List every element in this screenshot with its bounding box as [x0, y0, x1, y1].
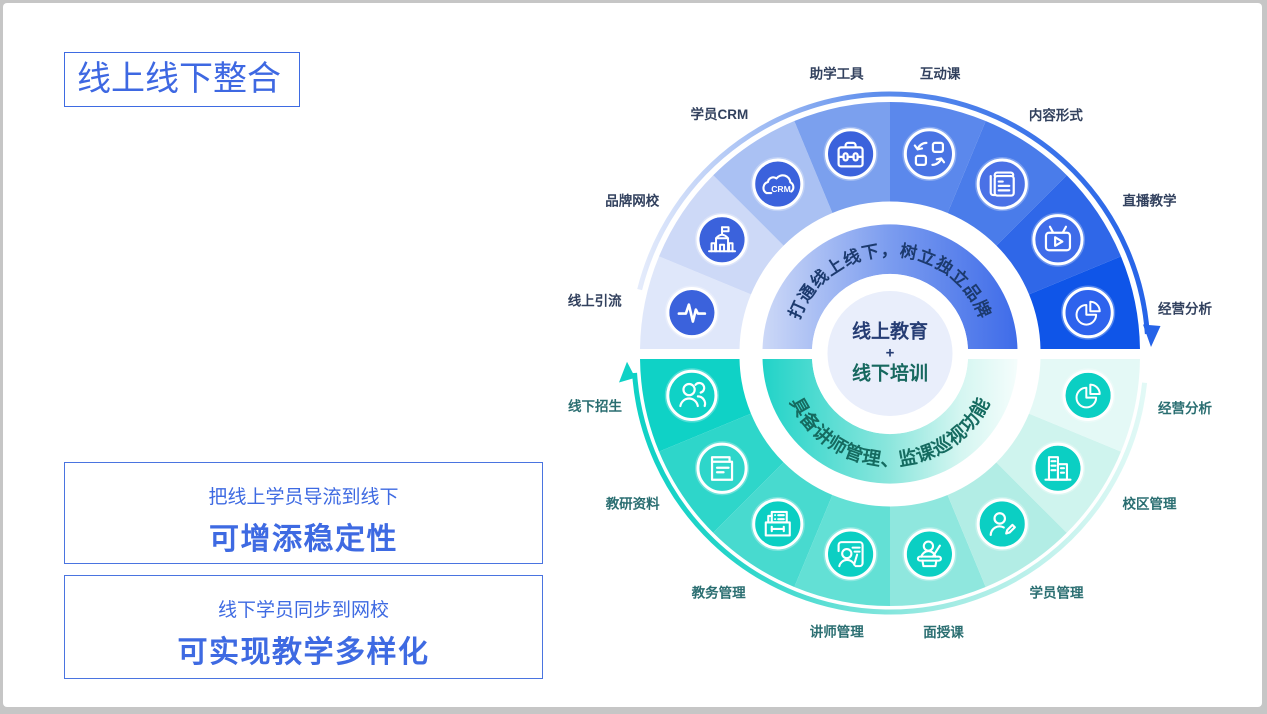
svg-text:线上引流: 线上引流 [568, 292, 622, 308]
svg-text:CRM: CRM [771, 184, 791, 194]
svg-text:教务管理: 教务管理 [692, 585, 746, 601]
svg-text:内容形式: 内容形式 [1029, 107, 1083, 123]
svg-text:+: + [886, 345, 895, 362]
svg-text:经营分析: 经营分析 [1158, 400, 1212, 416]
svg-text:线下招生: 线下招生 [568, 398, 622, 414]
svg-text:品牌网校: 品牌网校 [605, 193, 659, 209]
svg-text:学员CRM: 学员CRM [691, 106, 749, 122]
svg-text:线上教育: 线上教育 [852, 320, 928, 343]
svg-text:直播教学: 直播教学 [1123, 193, 1177, 209]
svg-text:助学工具: 助学工具 [810, 66, 864, 82]
svg-text:学员管理: 学员管理 [1030, 585, 1084, 601]
svg-text:经营分析: 经营分析 [1158, 300, 1212, 316]
svg-text:面授课: 面授课 [923, 624, 964, 640]
svg-text:校区管理: 校区管理 [1123, 495, 1177, 511]
svg-text:讲师管理: 讲师管理 [810, 624, 864, 640]
svg-text:线下培训: 线下培训 [852, 362, 928, 385]
svg-text:互动课: 互动课 [920, 66, 961, 82]
svg-text:教研资料: 教研资料 [606, 495, 660, 511]
